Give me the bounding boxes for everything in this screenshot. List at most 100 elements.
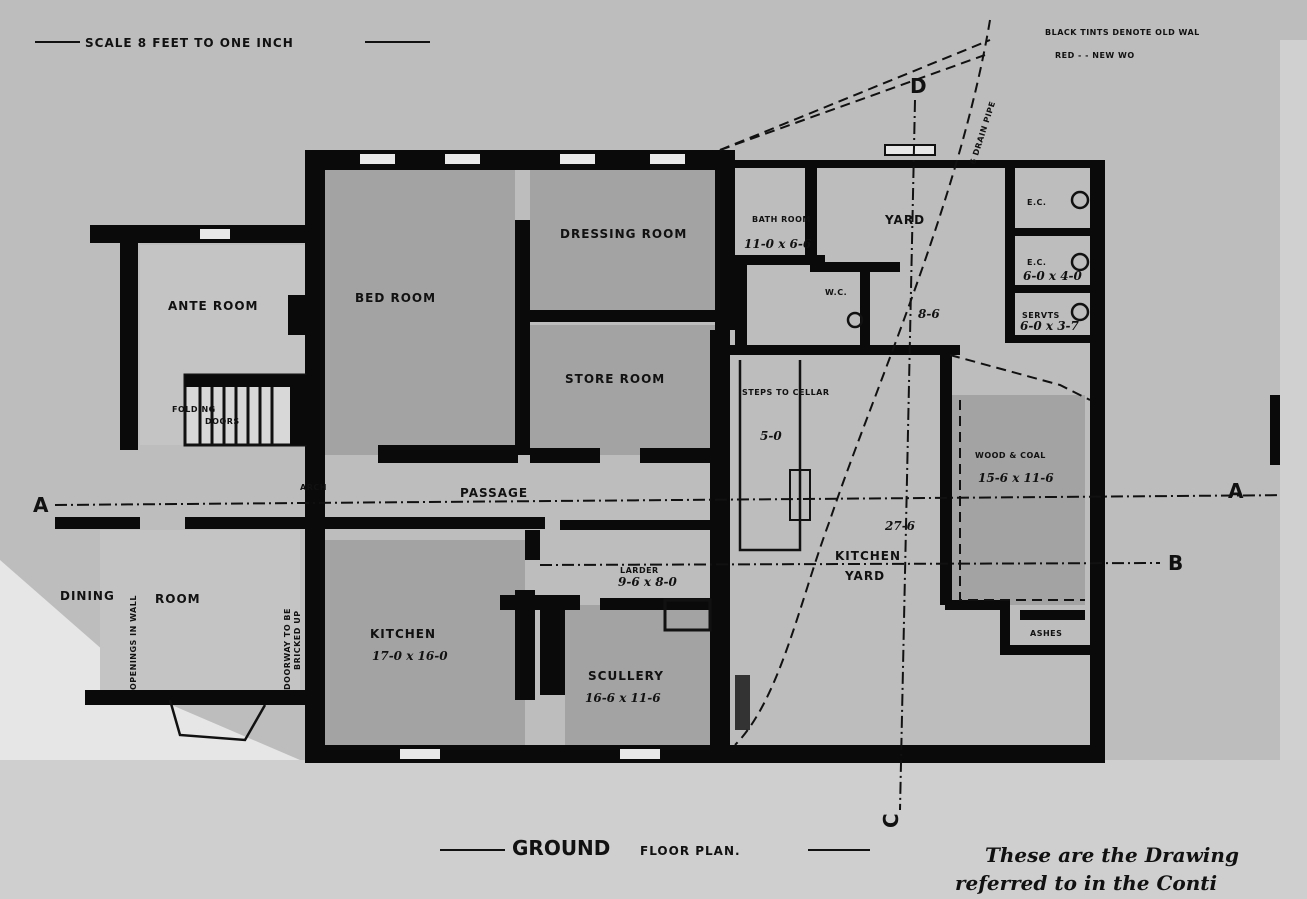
store-room-floor [530, 325, 715, 455]
window [560, 154, 595, 164]
wall [530, 310, 720, 322]
drain-pipe-line [719, 39, 991, 151]
wood-coal-dim: 15-6 x 11-6 [978, 471, 1054, 485]
wc-label: W.C. [825, 288, 847, 297]
wall [805, 165, 817, 265]
wall [305, 150, 725, 170]
store-room-label: STORE ROOM [565, 372, 665, 386]
legend-new-work: RED - - NEW WO [1055, 51, 1135, 60]
wall [288, 295, 310, 335]
bed-room-label: BED ROOM [355, 291, 436, 305]
folding-doors-label-2: DOORS [205, 417, 240, 426]
wall [1005, 285, 1095, 293]
wall [515, 590, 535, 700]
larder-dim: 9-6 x 8-0 [618, 575, 678, 589]
section-marker-d: D [910, 74, 927, 98]
section-line-a [54, 494, 1301, 506]
arch-label: ARCH [300, 483, 327, 492]
copper [663, 598, 712, 632]
bath-room-label: BATH ROOM [752, 215, 811, 224]
window [650, 154, 685, 164]
ec2-dim: 6-0 x 4-0 [1023, 269, 1083, 283]
wall [55, 517, 140, 529]
plan-title-ground: GROUND [512, 836, 610, 860]
yard-dim: 8-6 [918, 307, 940, 321]
wall [730, 345, 960, 355]
handwritten-note-line1: These are the Drawing [985, 843, 1239, 867]
wall [735, 255, 747, 350]
steps [735, 675, 750, 730]
servants-wc-label: SERVTS [1022, 311, 1060, 320]
handwritten-note-line2: referred to in the Conti [955, 871, 1217, 895]
steps [789, 469, 811, 521]
wall [1020, 610, 1085, 620]
section-marker-c: C [879, 813, 903, 828]
drain-pipe-line [734, 19, 991, 746]
bath-room-dim: 11-0 x 6-6 [744, 237, 812, 251]
kitchen-floor [325, 540, 525, 745]
wall [1005, 228, 1095, 236]
steps-to-cellar-label: STEPS TO CELLAR [742, 388, 830, 397]
wall [1090, 160, 1105, 760]
dressing-room-label: DRESSING ROOM [560, 227, 687, 241]
yard-label: YARD [884, 213, 925, 227]
bay-window [168, 699, 267, 742]
window [400, 749, 440, 759]
bed-room-floor [325, 170, 515, 455]
wall [378, 445, 518, 463]
wall [85, 690, 310, 705]
wall [120, 225, 138, 450]
ec2-label: E.C. [1027, 258, 1046, 267]
wall [305, 745, 1105, 763]
dining-room-label-2: ROOM [155, 592, 201, 606]
wall [1005, 165, 1015, 340]
wall [810, 262, 900, 272]
passage-label: PASSAGE [460, 486, 528, 500]
dining-room-label: DINING [60, 589, 115, 603]
section-marker-a-left: A [33, 493, 49, 517]
side-note: DOORWAY TO BE [283, 608, 292, 690]
wall [1000, 600, 1010, 650]
wall [525, 530, 540, 560]
dining-room-floor [100, 530, 300, 695]
wall [735, 255, 825, 265]
toilet-fixtures [846, 190, 1090, 329]
wall [540, 605, 565, 695]
window [620, 749, 660, 759]
wall [560, 520, 720, 530]
cellar-dim: 5-0 [760, 429, 782, 443]
cellar-outline [738, 360, 802, 552]
wall [530, 448, 600, 463]
window [200, 229, 230, 239]
legend-old-walls: BLACK TINTS DENOTE OLD WAL [1045, 28, 1200, 37]
window [445, 154, 480, 164]
folding-doors-label: FOLDING [172, 405, 216, 414]
section-marker-b: B [1168, 551, 1183, 575]
dining-wall-note: OPENINGS IN WALL [129, 595, 138, 690]
kitchen-yard-label: KITCHEN [835, 549, 901, 563]
wall [720, 160, 1105, 168]
wall [640, 448, 720, 463]
dressing-room-floor [530, 170, 720, 315]
kitchen-yard-label-2: YARD [844, 569, 885, 583]
wall [945, 600, 1000, 610]
staircase [183, 373, 308, 447]
window [360, 154, 395, 164]
section-line-b [539, 562, 1161, 566]
wall [1005, 335, 1095, 343]
section-marker-a-right: A [1228, 479, 1244, 503]
side-note-2: BRICKED UP [293, 610, 302, 670]
section-line-cd [899, 99, 916, 811]
wall [710, 330, 730, 750]
wall [515, 220, 530, 455]
scale-label: SCALE 8 FEET TO ONE INCH [85, 36, 294, 50]
gate [884, 144, 936, 156]
wood-coal-label: WOOD & COAL [975, 451, 1046, 460]
wall [90, 225, 305, 243]
ashes-label: ASHES [1030, 629, 1062, 638]
plan-title-floor-plan: FLOOR PLAN. [640, 844, 741, 858]
kitchen-label: KITCHEN [370, 627, 436, 641]
wall [1270, 395, 1280, 465]
wall [1000, 645, 1095, 655]
kitchen-dim: 17-0 x 16-0 [372, 649, 448, 663]
